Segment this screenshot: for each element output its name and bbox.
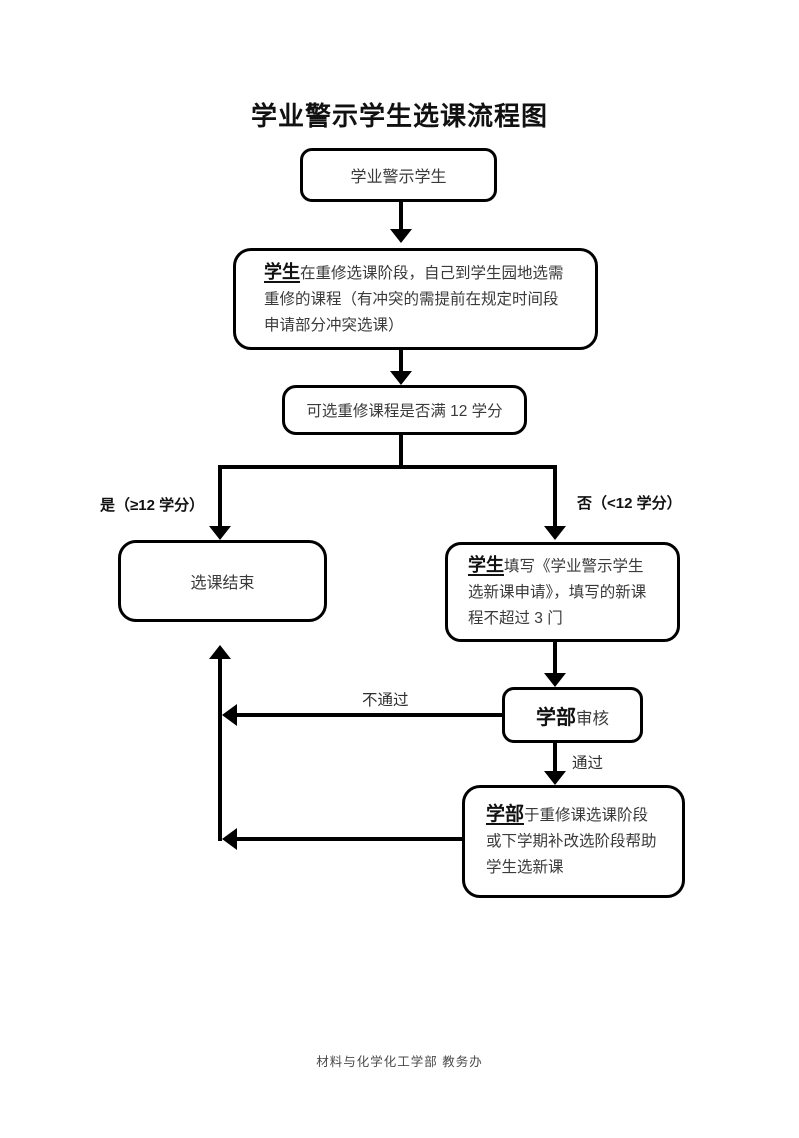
node-main: 学生在重修选课阶段，自己到学生园地选需重修的课程（有冲突的需提前在规定时间段申请… — [233, 248, 598, 350]
node-main-body: 在重修选课阶段，自己到学生园地选需重修的课程（有冲突的需提前在规定时间段申请部分… — [264, 265, 564, 334]
arrow-start-to-main-head — [390, 229, 412, 243]
arrow-review-to-dept-line — [553, 742, 557, 772]
label-yes: 是（≥12 学分） — [100, 497, 205, 514]
node-apply-body: 填写《学业警示学生选新课申请》，填写的新课程不超过 3 门 — [468, 558, 647, 627]
node-dept-body: 于重修课选课阶段或下学期补改选阶段帮助学生选新课 — [486, 807, 657, 876]
node-start-label: 学业警示学生 — [350, 169, 447, 186]
branch-stub-line — [399, 434, 403, 467]
branch-no-line — [553, 465, 557, 526]
node-apply: 学生填写《学业警示学生选新课申请》，填写的新课程不超过 3 门 — [445, 542, 680, 642]
node-review: 学部审核 — [502, 687, 643, 743]
return-to-end-head — [209, 645, 231, 659]
fail-return-head — [222, 704, 237, 726]
branch-no-head — [544, 526, 566, 540]
node-review-text: 学部审核 — [505, 701, 640, 730]
arrow-apply-to-review-line — [553, 641, 557, 673]
page-title: 学业警示学生选课流程图 — [250, 101, 548, 131]
arrow-apply-to-review-head — [544, 673, 566, 687]
node-dept: 学部于重修课选课阶段或下学期补改选阶段帮助学生选新课 — [462, 785, 685, 898]
node-review-body: 审核 — [576, 709, 609, 728]
node-main-text: 学生在重修选课阶段，自己到学生园地选需重修的课程（有冲突的需提前在规定时间段申请… — [264, 259, 567, 339]
node-apply-text: 学生填写《学业警示学生选新课申请》，填写的新课程不超过 3 门 — [468, 552, 657, 632]
node-apply-lead: 学生 — [468, 555, 504, 575]
node-main-lead: 学生 — [264, 262, 300, 282]
node-decision: 可选重修课程是否满 12 学分 — [282, 385, 527, 435]
branch-horizontal-line — [218, 465, 557, 469]
arrow-main-to-decision-head — [390, 371, 412, 385]
arrow-review-to-dept-head — [544, 771, 566, 785]
dept-return-head — [222, 828, 237, 850]
branch-yes-head — [209, 526, 231, 540]
node-end-label: 选课结束 — [190, 575, 255, 592]
label-no: 否（<12 学分） — [577, 495, 682, 512]
node-dept-text: 学部于重修课选课阶段或下学期补改选阶段帮助学生选新课 — [486, 802, 661, 881]
node-review-lead: 学部 — [536, 706, 576, 729]
node-dept-lead: 学部 — [486, 804, 525, 825]
node-decision-label: 可选重修课程是否满 12 学分 — [306, 403, 503, 420]
arrow-start-to-main-line — [399, 201, 403, 230]
dept-return-line — [236, 837, 462, 841]
branch-yes-line — [218, 465, 222, 526]
page-footer: 材料与化学化工学部 教务办 — [316, 1055, 483, 1069]
label-fail: 不通过 — [362, 692, 409, 709]
label-pass: 通过 — [572, 755, 604, 772]
node-start: 学业警示学生 — [300, 148, 497, 202]
node-end: 选课结束 — [118, 540, 327, 622]
arrow-main-to-decision-line — [399, 349, 403, 372]
fail-return-line — [236, 713, 502, 717]
return-vertical-line — [218, 659, 222, 841]
